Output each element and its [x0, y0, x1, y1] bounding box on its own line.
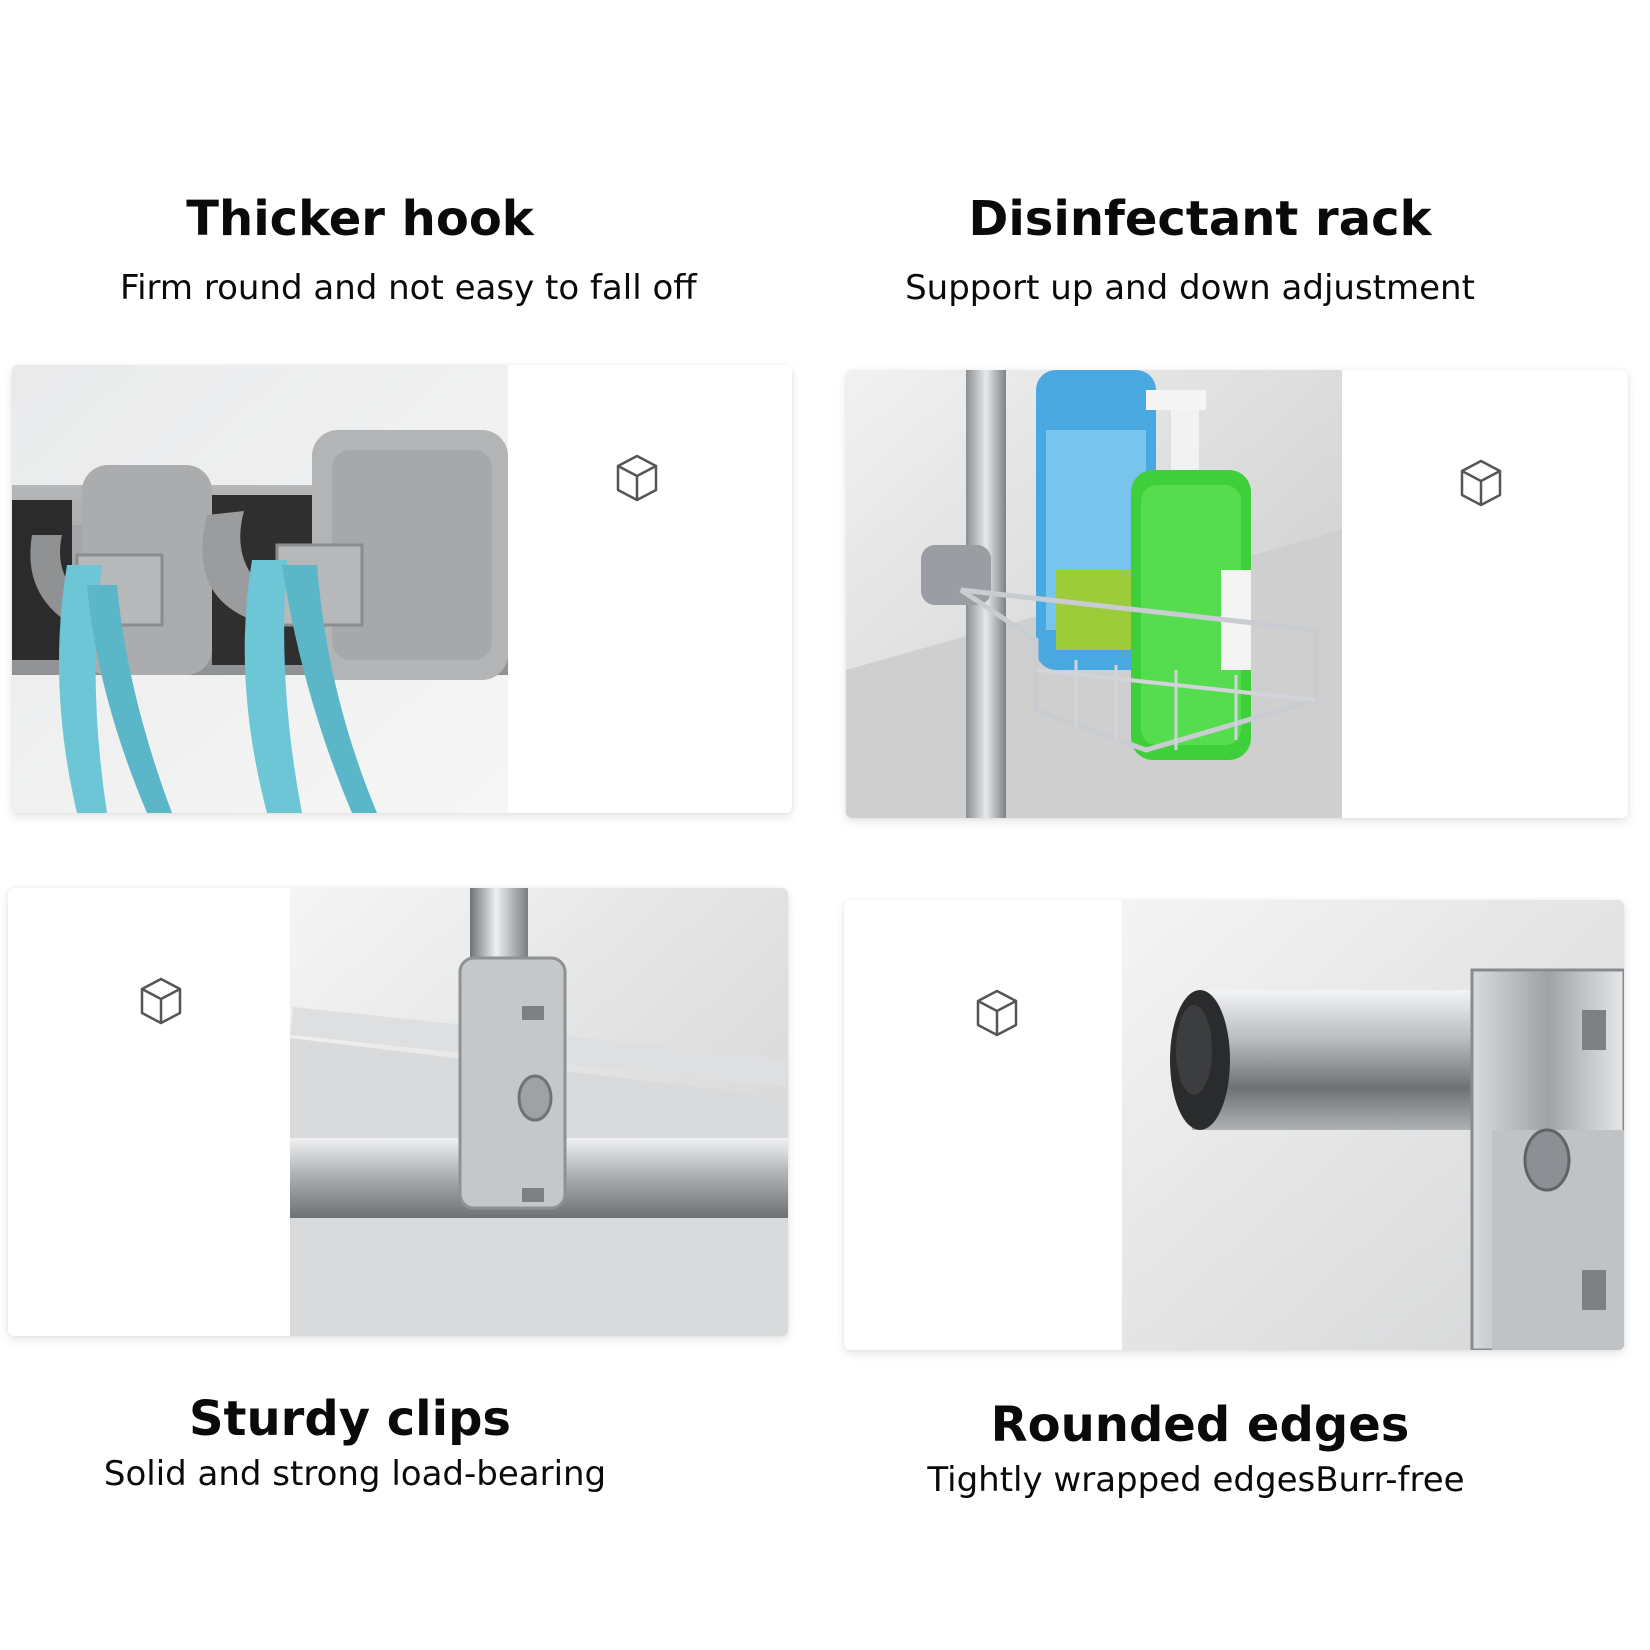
feature-caption-rack: Disinfectant rack Support up and down ad…	[880, 190, 1520, 310]
feature-caption-clips: Sturdy clips Solid and strong load-beari…	[40, 1390, 660, 1496]
clip-photo	[290, 888, 788, 1336]
feature-subtitle: Support up and down adjustment	[905, 268, 1475, 308]
feature-card-clips	[8, 888, 788, 1336]
feature-title: Rounded edges	[990, 1397, 1410, 1453]
basket-photo	[846, 370, 1342, 818]
feature-caption-hook: Thicker hook Firm round and not easy to …	[40, 190, 697, 310]
feature-card-hook	[12, 365, 792, 813]
hook-photo	[12, 365, 508, 813]
feature-title: Sturdy clips	[188, 1391, 511, 1447]
rounded-edge-photo	[1122, 900, 1624, 1350]
feature-card-rack	[846, 370, 1628, 818]
cube-icon	[1460, 459, 1502, 507]
cube-icon	[976, 989, 1018, 1037]
feature-subtitle: Tightly wrapped edgesBurr-free	[927, 1460, 1465, 1500]
feature-caption-edges: Rounded edges Tightly wrapped edgesBurr-…	[880, 1396, 1520, 1502]
feature-title: Disinfectant rack	[968, 191, 1432, 247]
cube-icon	[616, 454, 658, 502]
feature-subtitle: Firm round and not easy to fall off	[120, 268, 697, 308]
feature-card-edges	[844, 900, 1624, 1350]
cube-icon	[140, 977, 182, 1025]
feature-title: Thicker hook	[186, 191, 534, 247]
feature-subtitle: Solid and strong load-bearing	[103, 1454, 607, 1494]
